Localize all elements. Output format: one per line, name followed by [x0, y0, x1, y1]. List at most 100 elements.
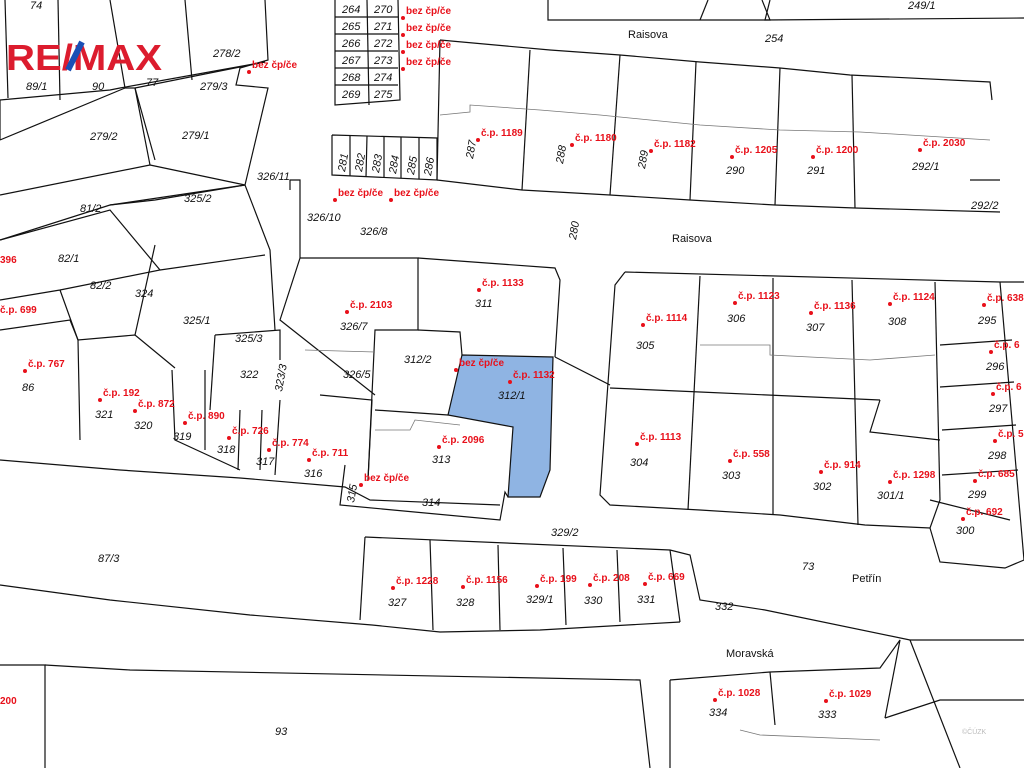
parcel-label[interactable]: 81/2: [80, 203, 101, 215]
parcel-label[interactable]: 330: [584, 595, 603, 607]
parcel-label[interactable]: 275: [373, 89, 393, 101]
parcel-label[interactable]: 320: [134, 420, 153, 432]
parcel-label[interactable]: 292/1: [911, 161, 940, 173]
parcel-label[interactable]: 299: [967, 489, 986, 501]
parcel-label[interactable]: 326/8: [360, 226, 388, 238]
parcel-label[interactable]: 87/3: [98, 553, 120, 565]
parcel-label[interactable]: 268: [341, 72, 361, 84]
parcel-label[interactable]: 266: [341, 38, 361, 50]
parcel-label[interactable]: 282: [353, 152, 368, 173]
parcel-label[interactable]: 325/1: [183, 315, 211, 327]
parcel-label[interactable]: 278/2: [212, 48, 241, 60]
house-number-label: č.p. 192: [103, 388, 140, 399]
parcel-label[interactable]: 314: [422, 497, 440, 509]
parcel-label[interactable]: 271: [373, 21, 392, 33]
parcel-label[interactable]: 326/7: [340, 321, 368, 333]
address-point-marker: [641, 323, 645, 327]
parcel-label[interactable]: 325/3: [235, 333, 263, 345]
parcel-label[interactable]: 264: [341, 4, 360, 16]
parcel-label[interactable]: 296: [985, 361, 1005, 373]
parcel-label[interactable]: 254: [764, 33, 783, 45]
parcel-label[interactable]: 288: [554, 143, 569, 165]
house-number-label: č.p. 1180: [575, 133, 617, 144]
parcel-label[interactable]: 325/2: [184, 193, 212, 205]
parcel-label[interactable]: 327: [388, 597, 407, 609]
parcel-label[interactable]: 326/5: [343, 369, 371, 381]
parcel-label[interactable]: 290: [725, 165, 745, 177]
parcel-label[interactable]: 287: [464, 138, 479, 160]
parcel-label[interactable]: 297: [988, 403, 1008, 415]
parcel-label[interactable]: 306: [727, 313, 746, 325]
parcel-label[interactable]: 249/1: [907, 0, 936, 12]
parcel-label[interactable]: 86: [22, 382, 35, 394]
parcel-label[interactable]: 322: [240, 369, 258, 381]
parcel-label[interactable]: 286: [422, 155, 437, 177]
house-number-label: bez čp/če: [406, 6, 451, 17]
parcel-label[interactable]: 312/1: [498, 390, 526, 402]
parcel-label[interactable]: 90: [92, 81, 105, 93]
parcel-label[interactable]: 283: [370, 152, 385, 174]
address-point-marker: [733, 301, 737, 305]
parcel-label[interactable]: 301/1: [877, 490, 905, 502]
parcel-label[interactable]: 295: [977, 315, 997, 327]
parcel-label[interactable]: 303: [722, 470, 741, 482]
parcel-label[interactable]: 77: [146, 77, 159, 89]
parcel-label[interactable]: 279/2: [89, 131, 118, 143]
parcel-label[interactable]: 82/2: [90, 280, 111, 292]
parcel-label[interactable]: 285: [405, 154, 420, 176]
parcel-label[interactable]: 334: [709, 707, 727, 719]
address-point-marker: [991, 392, 995, 396]
parcel-label[interactable]: 292/2: [970, 200, 999, 212]
parcel-label[interactable]: 317: [256, 456, 275, 468]
parcel-label[interactable]: 272: [373, 38, 392, 50]
parcel-label[interactable]: 281: [336, 152, 351, 173]
parcel-label[interactable]: 269: [341, 89, 360, 101]
parcel-label[interactable]: 74: [30, 0, 42, 12]
parcel-label[interactable]: 265: [341, 21, 361, 33]
parcel-label[interactable]: 311: [475, 298, 493, 310]
selected-parcel-312-1[interactable]: [447, 354, 554, 498]
parcel-label[interactable]: 328: [456, 597, 475, 609]
parcel-label[interactable]: 267: [341, 55, 361, 67]
parcel-label[interactable]: 300: [956, 525, 975, 537]
parcel-label[interactable]: 312/2: [404, 354, 432, 366]
parcel-label[interactable]: 333: [818, 709, 837, 721]
parcel-label[interactable]: 298: [987, 450, 1007, 462]
parcel-label[interactable]: 304: [630, 457, 648, 469]
parcel-label[interactable]: 319: [173, 431, 191, 443]
parcel-label[interactable]: 316: [304, 468, 323, 480]
parcel-label[interactable]: 73: [802, 561, 815, 573]
parcel-label[interactable]: 302: [813, 481, 831, 493]
parcel-label[interactable]: 326/11: [257, 171, 290, 183]
parcel-label[interactable]: 305: [636, 340, 655, 352]
parcel-label[interactable]: 323/3: [273, 362, 290, 392]
parcel-label[interactable]: 279/1: [181, 130, 210, 142]
parcel-label[interactable]: 274: [373, 72, 392, 84]
parcel-label[interactable]: 291: [806, 165, 825, 177]
house-number-label: č.p. 1228: [396, 576, 439, 587]
parcel-label[interactable]: 284: [387, 154, 402, 175]
parcel-label[interactable]: 93: [275, 726, 288, 738]
parcel-label[interactable]: 321: [95, 409, 113, 421]
parcel-label[interactable]: 289: [636, 149, 651, 170]
address-point-marker: [307, 458, 311, 462]
parcel-label[interactable]: 89/1: [26, 81, 47, 93]
parcel-label[interactable]: 326/10: [307, 212, 342, 224]
parcel-label[interactable]: 318: [217, 444, 236, 456]
parcel-label[interactable]: 280: [567, 219, 582, 241]
parcel-label[interactable]: 331: [637, 594, 655, 606]
parcel-label[interactable]: 329/1: [526, 594, 554, 606]
parcel-label[interactable]: 324: [135, 288, 153, 300]
parcel-label[interactable]: 279/3: [199, 81, 228, 93]
parcel-label[interactable]: 315: [345, 482, 360, 503]
parcel-label[interactable]: 307: [806, 322, 825, 334]
parcel-label[interactable]: 329/2: [551, 527, 579, 539]
parcel-label[interactable]: 332: [715, 601, 733, 613]
parcel-label[interactable]: 82/1: [58, 253, 79, 265]
parcel-label[interactable]: 270: [373, 4, 393, 16]
parcel-label[interactable]: 273: [373, 55, 393, 67]
parcel-label[interactable]: 308: [888, 316, 907, 328]
parcel-label[interactable]: 313: [432, 454, 451, 466]
